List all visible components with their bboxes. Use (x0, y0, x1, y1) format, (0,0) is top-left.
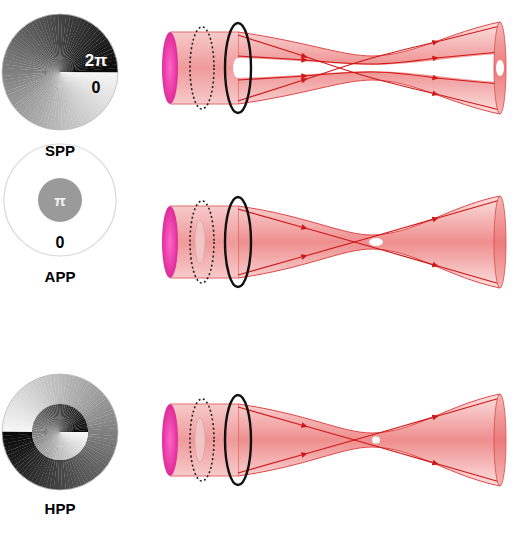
ray (436, 78, 500, 84)
hybrid-phase-plate (2, 374, 118, 490)
lens (225, 23, 251, 113)
beam-edge (170, 404, 238, 405)
ray (305, 228, 436, 266)
spiral-phase-plate (2, 14, 118, 130)
ray (436, 200, 500, 219)
phase-wedge (2, 432, 32, 436)
beam-cross-section (162, 404, 178, 476)
dark-core (233, 58, 243, 78)
ray (305, 219, 436, 257)
phase-wedge (60, 41, 111, 72)
ray (436, 52, 500, 58)
ray (305, 42, 436, 80)
phase-value: 0 (92, 80, 101, 96)
plate-name: HPP (45, 501, 76, 516)
phase-wedge (32, 432, 60, 434)
beam-envelope (238, 22, 500, 114)
ray (436, 398, 500, 417)
phase-plate (190, 27, 214, 109)
phase-plate (190, 201, 214, 283)
focused-beam (162, 394, 506, 486)
phase-wedge (33, 432, 60, 440)
dark-core (496, 60, 504, 76)
ray (436, 94, 500, 110)
output-cross-section (494, 394, 506, 486)
dark-core (238, 54, 500, 82)
focused-beam (162, 22, 506, 114)
output-cross-section (494, 196, 506, 288)
phase-wedge (60, 68, 118, 72)
ray (305, 58, 436, 64)
beam-envelope (238, 394, 500, 486)
phase-value: 2π (85, 52, 107, 69)
phase-wedge (2, 72, 60, 80)
phase-wedge (60, 426, 88, 432)
ray (436, 266, 500, 285)
plate-rim (2, 14, 118, 130)
phase-wedge (60, 428, 88, 432)
output-cross-section (494, 22, 506, 114)
plate-rim (4, 144, 116, 256)
phase-wedge (60, 432, 69, 459)
annular-phase-plate (4, 144, 116, 256)
ray (436, 464, 500, 483)
phase-wedge (46, 15, 60, 72)
phase-wedge (60, 424, 87, 432)
plate-name: SPP (45, 143, 75, 158)
ray (305, 72, 436, 78)
ray (238, 76, 305, 80)
ray (305, 426, 436, 464)
phase-wedge (88, 428, 118, 432)
phase-wedge (3, 72, 60, 84)
beam-edge (170, 206, 238, 207)
ray (238, 56, 305, 60)
inner-zone (195, 418, 205, 462)
phase-wedge (51, 405, 60, 432)
beam-cross-section (162, 32, 178, 104)
phase-wedge (32, 432, 60, 436)
ray (305, 417, 436, 455)
ray (436, 26, 500, 42)
phase-wedge (60, 48, 115, 72)
phase-value: π (54, 193, 65, 208)
phase-wedge (60, 72, 74, 129)
beam-edge (170, 278, 238, 279)
phase-wedge (60, 430, 88, 432)
dark-spot (372, 437, 380, 444)
ray (305, 57, 436, 95)
phase-value: 0 (56, 235, 65, 251)
lens (225, 197, 251, 287)
beam-edge (170, 476, 238, 477)
beam-edge (170, 104, 238, 105)
inner-zone (195, 220, 205, 264)
phase-wedge (32, 432, 60, 438)
beam-edge (170, 32, 238, 33)
phase-wedge (53, 404, 60, 432)
focused-beam (162, 196, 506, 288)
lens (225, 395, 251, 485)
phase-disc (38, 178, 82, 222)
plate-name: APP (45, 269, 76, 284)
phase-wedge (60, 432, 67, 460)
plate-rim (2, 374, 118, 490)
dark-spot (369, 238, 383, 246)
phase-wedge (60, 45, 113, 72)
phase-wedge (2, 72, 60, 76)
beam-envelope (238, 196, 500, 288)
beam-cross-section (162, 206, 178, 278)
phase-plate (190, 399, 214, 481)
